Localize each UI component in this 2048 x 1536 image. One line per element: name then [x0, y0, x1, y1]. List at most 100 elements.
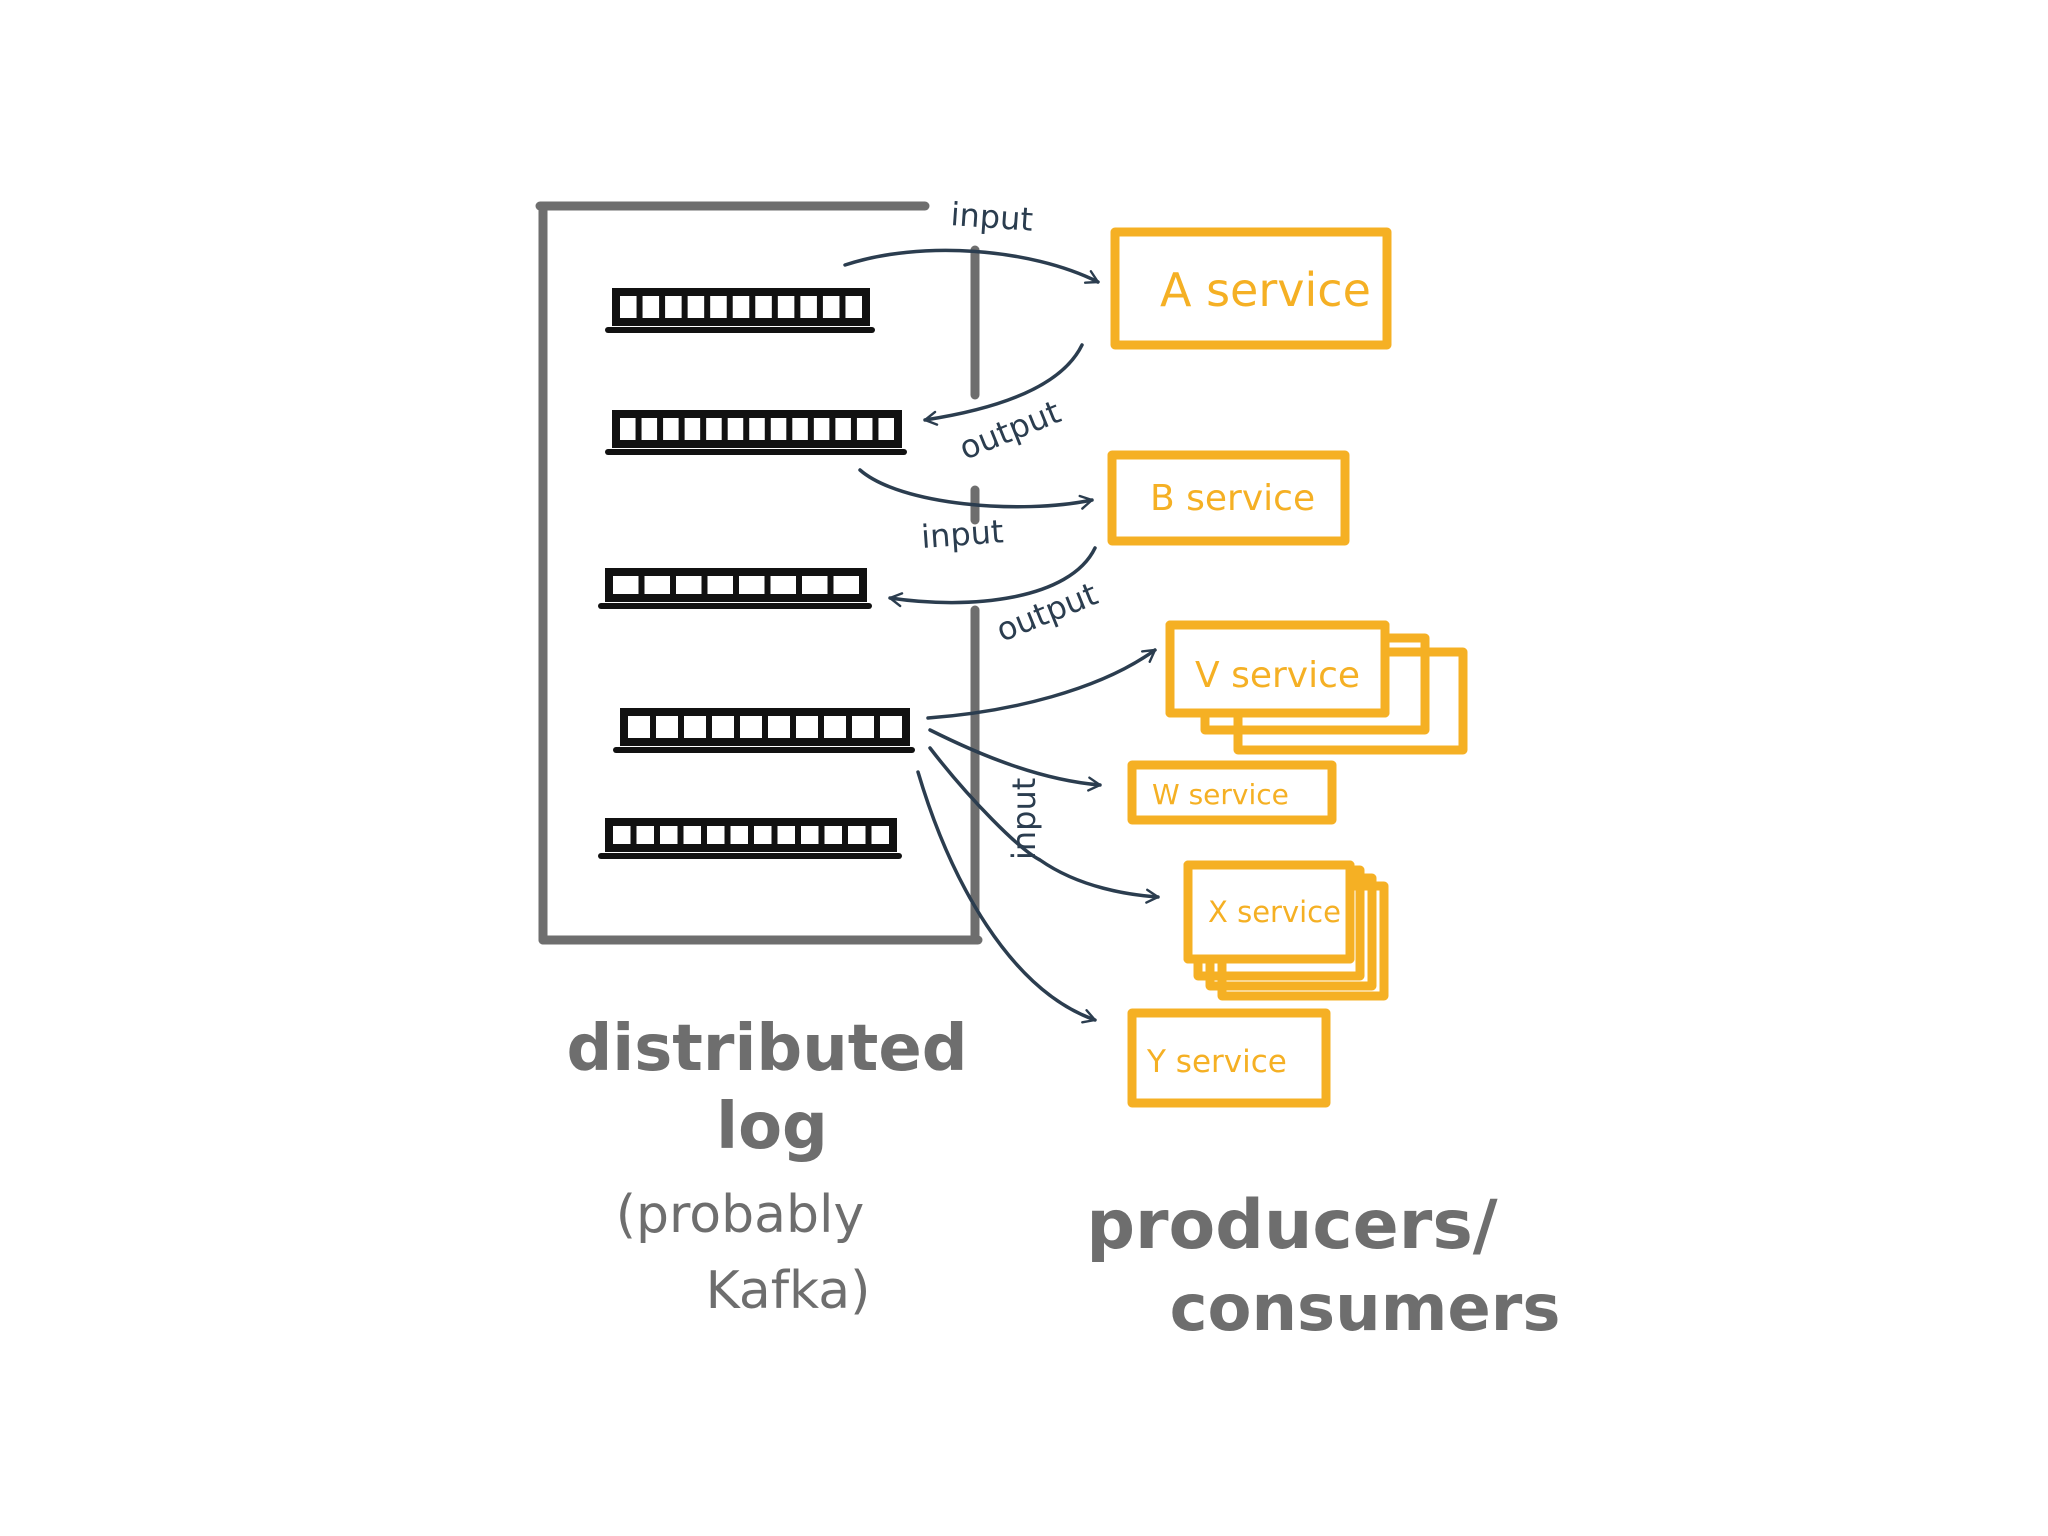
log-topic-cell: [642, 296, 660, 318]
log-topic-cell: [813, 418, 830, 440]
log-topic-cell: [801, 826, 819, 844]
log-topic-cell: [880, 716, 902, 738]
log-topic-cell: [848, 826, 866, 844]
log-topic-cell: [683, 826, 701, 844]
log-topic-cell: [613, 826, 631, 844]
y-service-box: [1127, 1008, 1331, 1108]
a-service-box: [1110, 227, 1392, 350]
log-topic-cell: [852, 716, 874, 738]
log-caption-line2: log: [716, 1090, 828, 1164]
v-service-fill: [1174, 629, 1381, 709]
log-topic-bar: [605, 288, 875, 333]
right-caption-line1: producers/: [1086, 1186, 1497, 1265]
log-topic-cell: [613, 576, 639, 594]
service-labels: A service B service V service W service …: [1146, 263, 1371, 1080]
log-topic-cell: [768, 716, 790, 738]
x-service-label: X service: [1208, 895, 1341, 929]
arrow-labels: input output input output input: [920, 195, 1103, 860]
log-topic-cell: [740, 716, 762, 738]
log-topic-cell: [792, 418, 808, 440]
log-topic-cell: [755, 296, 772, 318]
stack-fills: [1174, 629, 1381, 955]
log-topic-cell: [660, 826, 678, 844]
label-a-input: input: [949, 195, 1034, 239]
arrows: [843, 248, 1160, 1024]
log-topic-bar-body: [605, 568, 867, 602]
log-topic-cell: [684, 716, 706, 738]
b-service-label: B service: [1150, 478, 1315, 519]
right-caption-line2: consumers: [1170, 1272, 1561, 1346]
v-service-front-border: [1165, 620, 1390, 718]
w-service-node: [1127, 760, 1337, 825]
log-topic-cell: [620, 418, 636, 440]
log-topic-cell: [770, 418, 787, 440]
arrow-log-to-x-service: [928, 746, 1160, 904]
w-service-label: W service: [1152, 778, 1289, 811]
log-topic-cell: [712, 716, 734, 738]
arrow-log-to-a-service: [843, 248, 1100, 284]
log-topic-cell: [802, 576, 828, 594]
log-topic-bar: [598, 568, 872, 609]
captions: distributed log (probably Kafka) produce…: [566, 1012, 1560, 1346]
arrow-log-to-v-service: [926, 648, 1157, 720]
log-topic-cell: [727, 418, 744, 440]
log-topic-cell: [777, 826, 795, 844]
label-a-output: output: [954, 393, 1066, 468]
log-topic-cell: [824, 826, 842, 844]
arrow-a-service-to-log: [923, 343, 1084, 426]
arrow-log-to-y-service: [916, 770, 1097, 1024]
log-topic-cell: [754, 826, 772, 844]
b-service-node: [1107, 450, 1350, 546]
log-topic-cell: [663, 418, 679, 440]
log-topic-cell: [824, 716, 846, 738]
log-topic-cell: [777, 296, 795, 318]
log-topic-cell: [770, 576, 796, 594]
log-topic-cell: [739, 576, 765, 594]
log-topic-bar: [598, 818, 902, 859]
y-service-node: [1127, 1008, 1331, 1108]
log-topic-cell: [665, 296, 682, 318]
log-topic-cell: [871, 826, 889, 844]
log-topic-cell: [706, 418, 722, 440]
log-caption-paren1: (probably: [616, 1185, 864, 1245]
log-topic-cell: [833, 576, 859, 594]
log-topic-bar: [605, 410, 907, 455]
x-service-front-border: [1183, 860, 1355, 964]
arrow-log-to-w-service: [928, 728, 1102, 792]
log-topic-cell: [732, 296, 750, 318]
b-service-box: [1107, 450, 1350, 546]
log-topic-cell: [684, 418, 701, 440]
a-service-label: A service: [1160, 263, 1371, 317]
y-service-label: Y service: [1146, 1044, 1287, 1080]
log-topic-cell: [822, 296, 840, 318]
log-caption-line1: distributed: [566, 1012, 967, 1086]
log-topic-cell: [620, 296, 637, 318]
log-topic-cell: [644, 576, 670, 594]
log-caption-paren2: Kafka): [706, 1261, 871, 1321]
v-service-label: V service: [1195, 655, 1360, 696]
log-topic-cell: [800, 296, 817, 318]
arrow-b-service-to-log: [888, 546, 1097, 608]
log-topic-cell: [636, 826, 654, 844]
log-topics: [598, 288, 915, 859]
log-topic-cell: [656, 716, 678, 738]
log-topic-cell: [687, 296, 705, 318]
log-topic-cell: [641, 418, 658, 440]
label-fanout-input: input: [1005, 778, 1043, 860]
log-topic-cell: [878, 418, 894, 440]
log-topic-cell: [628, 716, 650, 738]
w-service-box: [1127, 760, 1337, 825]
log-topic-cell: [845, 296, 862, 318]
log-topic-cell: [676, 576, 702, 594]
log-topic-cell: [749, 418, 765, 440]
stack-front-borders: [1165, 620, 1390, 964]
distributed-log-container: [535, 201, 983, 945]
log-topic-cell: [856, 418, 873, 440]
log-topic-cell: [835, 418, 851, 440]
log-topic-cell: [707, 826, 725, 844]
log-topic-cell: [707, 576, 733, 594]
log-topic-cell: [796, 716, 818, 738]
arrow-log-to-b-service: [858, 468, 1094, 510]
log-topic-cell: [730, 826, 748, 844]
